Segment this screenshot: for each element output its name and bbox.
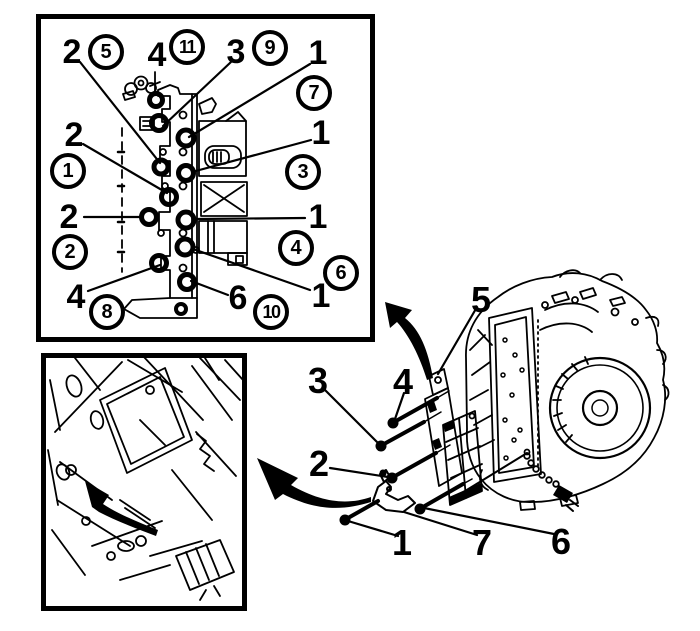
tehcm-mounting-plate xyxy=(488,307,542,483)
solenoid-block-mid xyxy=(200,181,248,217)
valve-body-assembly-art xyxy=(78,60,313,319)
curved-arrow-to-top-inset xyxy=(385,302,433,380)
solenoid-block-top xyxy=(198,120,247,177)
alignment-line xyxy=(451,452,528,500)
mounting-bolts xyxy=(339,390,473,526)
bracket xyxy=(372,469,416,513)
mounting-plate-outline xyxy=(99,367,193,474)
solenoid-ports xyxy=(139,91,197,292)
bolt-1 xyxy=(339,499,380,526)
bottom-inset-frame xyxy=(41,353,247,611)
bolt-6 xyxy=(414,478,473,515)
transmission-case xyxy=(465,269,670,511)
bell-housing-rings xyxy=(548,356,652,460)
main-leader-lines xyxy=(323,305,556,538)
location-arrow xyxy=(85,481,158,536)
solenoid-block-bottom xyxy=(198,220,248,254)
harness-connector xyxy=(553,485,573,503)
valve-body-foot xyxy=(123,297,198,319)
top-inset-leader-lines xyxy=(78,60,313,297)
bolt-2 xyxy=(386,444,451,484)
transmission-case-location-art xyxy=(47,358,242,601)
bolt-4 xyxy=(387,390,450,429)
top-inset-frame xyxy=(36,14,375,342)
bolt-3 xyxy=(375,411,442,452)
small-component xyxy=(175,539,235,591)
main-exploded-view xyxy=(257,269,670,538)
curved-arrow-to-bottom-inset xyxy=(257,458,371,508)
control-module xyxy=(424,368,483,506)
